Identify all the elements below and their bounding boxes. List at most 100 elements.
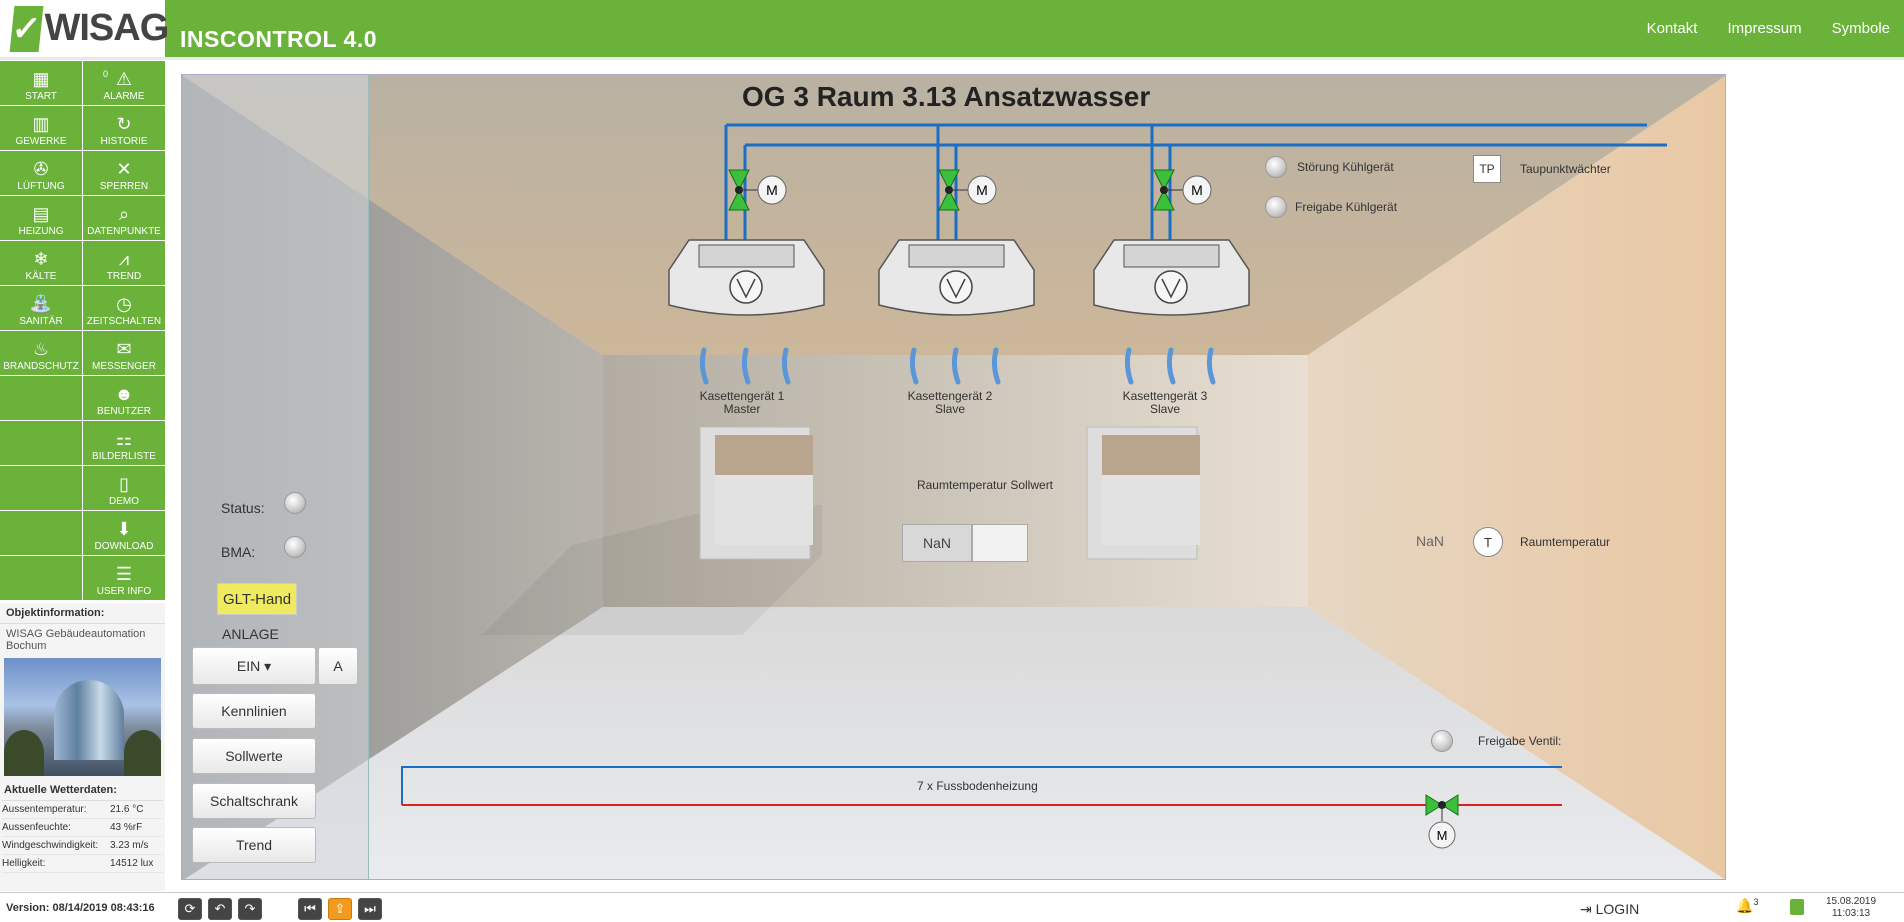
header: ✓ WISAG INSCONTROL 4.0 Kontakt Impressum… <box>0 0 1904 57</box>
weather-panel: Aktuelle Wetterdaten: Aussentemperatur: 2… <box>0 778 165 875</box>
alarm-count: 3 <box>1753 897 1759 907</box>
svg-text:M: M <box>1191 182 1203 198</box>
scene-title: OG 3 Raum 3.13 Ansatzwasser <box>742 81 1151 112</box>
sidebar-item-label: BENUTZER <box>97 406 151 417</box>
weather-value: 3.23 m/s <box>110 840 149 851</box>
sidebar-item-label: LÜFTUNG <box>17 181 65 192</box>
app-title: INSCONTROL 4.0 <box>180 26 377 52</box>
nav-symbole[interactable]: Symbole <box>1831 20 1890 37</box>
temp-sensor-icon[interactable]: T <box>1473 527 1503 557</box>
history-icon: ↻ <box>116 114 132 134</box>
sidebar-empty <box>0 376 82 420</box>
sollwert-input[interactable] <box>972 524 1028 562</box>
sollwert-label: Raumtemperatur Sollwert <box>916 478 1054 492</box>
sidebar-item-datenpunkte[interactable]: ⌕DATENPUNKTE <box>83 196 165 240</box>
sidebar-item-label: BILDERLISTE <box>92 451 156 462</box>
last-page-icon[interactable]: ⏭ <box>358 898 382 920</box>
sidebar-item-start[interactable]: ▦START <box>0 61 82 105</box>
tp-box[interactable]: TP <box>1473 155 1501 183</box>
sitemap-icon: ⚏ <box>115 429 133 449</box>
sidebar-empty <box>0 421 82 465</box>
window-right <box>1086 426 1200 560</box>
sidebar-item-sperren[interactable]: ✕SPERREN <box>83 151 165 195</box>
sidebar-item-label: USER INFO <box>96 586 152 597</box>
sidebar-item-bilderliste[interactable]: ⚏ BILDERLISTE <box>83 421 165 465</box>
version-text: Version: 08/14/2019 08:43:16 <box>6 902 155 914</box>
fire-icon: ♨ <box>32 339 50 359</box>
weather-heading: Aktuelle Wetterdaten: <box>2 780 163 801</box>
sidebar-item-label: DEMO <box>109 496 139 507</box>
sidebar-item-sanitär[interactable]: ⛲ SANITÄR <box>0 286 82 330</box>
trend-button[interactable]: Trend <box>192 827 316 863</box>
faucet-icon: ⛲ <box>29 294 53 314</box>
bma-led <box>284 536 306 558</box>
device-icon[interactable] <box>1790 899 1804 915</box>
grid-icon: ▦ <box>32 69 50 89</box>
sollwerte-button[interactable]: Sollwerte <box>192 738 316 774</box>
window-left <box>699 426 813 560</box>
weather-key: Aussenfeuchte: <box>2 822 71 833</box>
freigabe-ventil-led <box>1431 730 1453 752</box>
sidebar-item-messenger[interactable]: ✉MESSENGER <box>83 331 165 375</box>
floor-heating-pipes: M <box>401 766 1562 849</box>
clock-icon: ◷ <box>116 294 132 314</box>
weather-value: 21.6 °C <box>110 804 144 815</box>
nav-impressum[interactable]: Impressum <box>1727 20 1802 37</box>
sidebar-item-zeitschalten[interactable]: ◷ZEITSCHALTEN <box>83 286 165 330</box>
sidebar-item-user-info[interactable]: ☰USER INFO <box>83 556 165 600</box>
weather-row: Windgeschwindigkeit:3.23 m/s <box>2 837 163 855</box>
wisag-logo[interactable]: ✓ WISAG <box>0 0 169 57</box>
schaltschrank-button[interactable]: Schaltschrank <box>192 783 316 819</box>
sidebar-item-heizung[interactable]: ▤HEIZUNG <box>0 196 82 240</box>
wisag-logo-icon: ✓ <box>9 5 43 52</box>
chart-icon: ⩘ <box>118 249 130 269</box>
sidebar-item-download[interactable]: ⬇DOWNLOAD <box>83 511 165 555</box>
cassette-unit-1[interactable]: M <box>668 169 825 385</box>
sidebar-item-brandschutz[interactable]: ♨BRANDSCHUTZ <box>0 331 82 375</box>
sidebar-item-benutzer[interactable]: ☻BENUTZER <box>83 376 165 420</box>
nav-kontakt[interactable]: Kontakt <box>1646 20 1698 37</box>
login-icon: ⇥ <box>1580 901 1596 917</box>
kennlinien-button[interactable]: Kennlinien <box>192 693 316 729</box>
status-led <box>284 492 306 514</box>
chat-icon: ✉ <box>116 339 132 359</box>
floor-valve-icon[interactable]: M <box>1425 794 1459 849</box>
sidebar-item-gewerke[interactable]: ▥GEWERKE <box>0 106 82 150</box>
weather-row: Helligkeit:14512 lux <box>2 855 163 873</box>
undo-icon[interactable]: ↶ <box>208 898 232 920</box>
freigabe-led <box>1265 196 1287 218</box>
object-info: Objektinformation: WISAG Gebäudeautomati… <box>0 603 165 891</box>
sidebar-item-lüftung[interactable]: ✇ LÜFTUNG <box>0 151 82 195</box>
anlage-label: ANLAGE <box>222 626 279 642</box>
auto-button[interactable]: A <box>318 647 358 685</box>
cassette-unit-2[interactable]: M <box>878 169 1035 385</box>
login-label: LOGIN <box>1595 901 1640 917</box>
bell-icon: 🔔 <box>1736 897 1754 914</box>
sollwert-value: NaN <box>902 524 972 562</box>
fan-icon: ✇ <box>33 159 49 179</box>
upload-icon[interactable]: ⇪ <box>328 898 352 920</box>
status-label: Status: <box>221 500 265 516</box>
sidebar-item-demo[interactable]: ▯DEMO <box>83 466 165 510</box>
sidebar-item-label: DOWNLOAD <box>94 541 154 552</box>
redo-icon[interactable]: ↷ <box>238 898 262 920</box>
sidebar-item-historie[interactable]: ↻HISTORIE <box>83 106 165 150</box>
logo-text: WISAG <box>44 7 170 49</box>
alarm-indicator[interactable]: 🔔3 <box>1736 897 1758 915</box>
login-button[interactable]: ⇥ LOGIN <box>1580 901 1639 918</box>
anlage-dropdown[interactable]: EIN ▾ <box>192 647 316 685</box>
sidebar-item-label: SANITÄR <box>19 316 63 327</box>
sidebar-item-label: GEWERKE <box>15 136 67 147</box>
sidebar-item-trend[interactable]: ⩘TREND <box>83 241 165 285</box>
raumtemp-label: Raumtemperatur <box>1520 535 1611 549</box>
sidebar-item-label: KÄLTE <box>25 271 57 282</box>
refresh-icon[interactable]: ⟳ <box>178 898 202 920</box>
first-page-icon[interactable]: ⏮ <box>298 898 322 920</box>
weather-key: Aussentemperatur: <box>2 804 87 815</box>
cassette-unit-3[interactable]: M <box>1093 169 1250 385</box>
sidebar-item-kälte[interactable]: ❄KÄLTE <box>0 241 82 285</box>
freigabe-label: Freigabe Kühlgerät <box>1295 200 1398 214</box>
